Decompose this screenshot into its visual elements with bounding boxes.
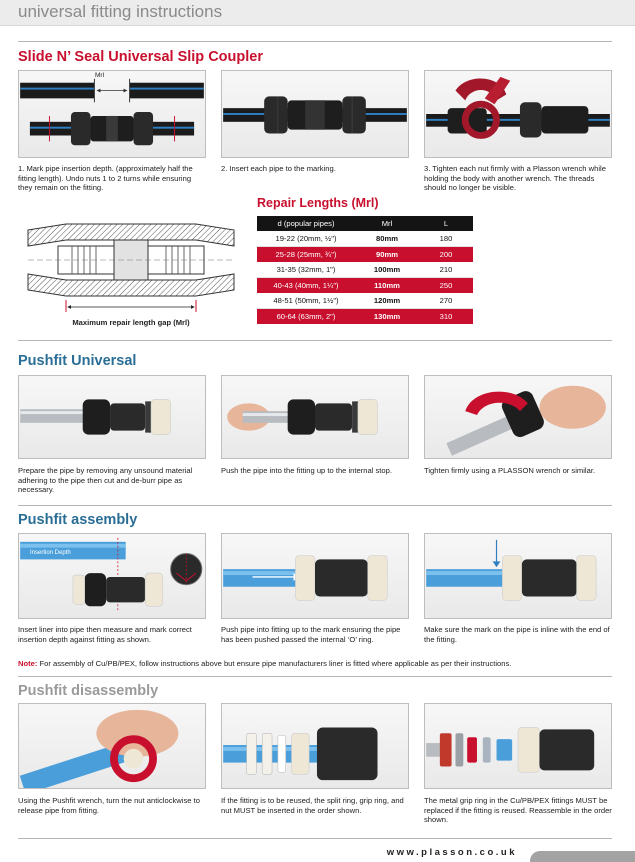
table-row: 31-35 (32mm, 1") 100mm 210 [257,262,473,278]
cell-mrl: 90mm [355,246,419,262]
table-row: 48-51 (50mm, 1½") 120mm 270 [257,293,473,309]
cell-mrl: 80mm [355,231,419,247]
cell-l: 180 [419,231,473,247]
assembly-step2-caption: Push pipe into fitting up to the mark en… [221,625,401,644]
page-title: universal fitting instructions [18,2,223,21]
assembly-step1-photo [18,533,206,619]
cell-d: 19-22 (20mm, ½") [257,231,355,247]
insertion-depth-label: Insertion Depth [30,550,71,556]
disassembly-step1-photo [18,703,206,789]
cell-d: 25-28 (25mm, ¾") [257,246,355,262]
slide-step1-caption: 1. Mark pipe insertion depth. (approxima… [18,164,193,192]
header-bar [0,0,635,26]
note-text: For assembly of Cu/PB/PEX, follow instru… [37,659,512,668]
wrench-icon [426,76,610,139]
slide-step2-photo [221,70,409,158]
universal-step2-photo [221,375,409,459]
mrl-tag: Mrl [95,72,105,79]
section-divider [18,340,612,341]
slide-step3-photo [424,70,612,158]
cell-l: 310 [419,308,473,324]
pushfit-universal-title: Pushfit Universal [18,353,137,369]
cell-mrl: 110mm [355,277,419,293]
universal-step1-caption: Prepare the pipe by removing any unsound… [18,466,193,494]
section-divider [18,41,612,42]
assembly-step3-photo [424,533,612,619]
pushfit-disassembly-title: Pushfit disassembly [18,683,159,699]
assembly-step2-photo [221,533,409,619]
table-row: 19-22 (20mm, ½") 80mm 180 [257,231,473,247]
column-header: d (popular pipes) [257,216,355,231]
column-header: L [419,216,473,231]
section-divider [18,505,612,506]
universal-step1-photo [18,375,206,459]
pipe-marking-icon [20,78,204,146]
footer-tab [530,851,635,862]
repair-lengths-table: d (popular pipes) Mrl L 19-22 (20mm, ½")… [257,216,473,324]
repair-lengths-title: Repair Lengths (Mrl) [257,196,379,210]
table-row: 40-43 (40mm, 1¼") 110mm 250 [257,277,473,293]
universal-step3-caption: Tighten firmly using a PLASSON wrench or… [424,466,596,475]
pushfit-assembly-title: Pushfit assembly [18,512,138,528]
table-row: 25-28 (25mm, ¾") 90mm 200 [257,246,473,262]
cell-l: 200 [419,246,473,262]
coupler-cross-section-diagram [18,210,244,330]
table-header-row: d (popular pipes) Mrl L [257,216,473,231]
disassembly-step3-caption: The metal grip ring in the Cu/PB/PEX fit… [424,796,612,824]
slide-seal-title: Slide N’ Seal Universal Slip Coupler [18,49,263,65]
assembly-step1-caption: Insert liner into pipe then measure and … [18,625,192,644]
cell-d: 40-43 (40mm, 1¼") [257,277,355,293]
cell-l: 270 [419,293,473,309]
disassembly-step3-photo [424,703,612,789]
universal-step2-caption: Push the pipe into the fitting up to the… [221,466,392,475]
slide-step1-photo [18,70,206,158]
disassembly-step2-photo [221,703,409,789]
cell-mrl: 100mm [355,262,419,278]
column-header: Mrl [355,216,419,231]
slide-step3-caption: 3. Tighten each nut firmly with a Plasso… [424,164,606,192]
cell-d: 31-35 (32mm, 1") [257,262,355,278]
universal-step3-photo [424,375,612,459]
footer-url[interactable]: www.plasson.co.uk [386,847,517,858]
arrow-icon [223,555,388,601]
section-divider [18,676,612,677]
cell-d: 60-64 (63mm, 2") [257,308,355,324]
footer-divider [18,838,612,839]
disassembly-step2-caption: If the fitting is to be reused, the spli… [221,796,404,815]
cell-mrl: 120mm [355,293,419,309]
cell-l: 250 [419,277,473,293]
assembly-step3-caption: Make sure the mark on the pipe is inline… [424,625,610,644]
diagram-label: Maximum repair length gap (Mrl) [72,318,190,327]
magnifier-icon [20,537,203,613]
slide-step2-caption: 2. Insert each pipe to the marking. [221,164,336,173]
cell-l: 210 [419,262,473,278]
table-row: 60-64 (63mm, 2") 130mm 310 [257,308,473,324]
cell-mrl: 130mm [355,308,419,324]
assembly-note: Note: For assembly of Cu/PB/PEX, follow … [18,659,618,668]
disassembly-step1-caption: Using the Pushfit wrench, turn the nut a… [18,796,200,815]
note-label: Note: [18,659,38,668]
cell-d: 48-51 (50mm, 1½") [257,293,355,309]
